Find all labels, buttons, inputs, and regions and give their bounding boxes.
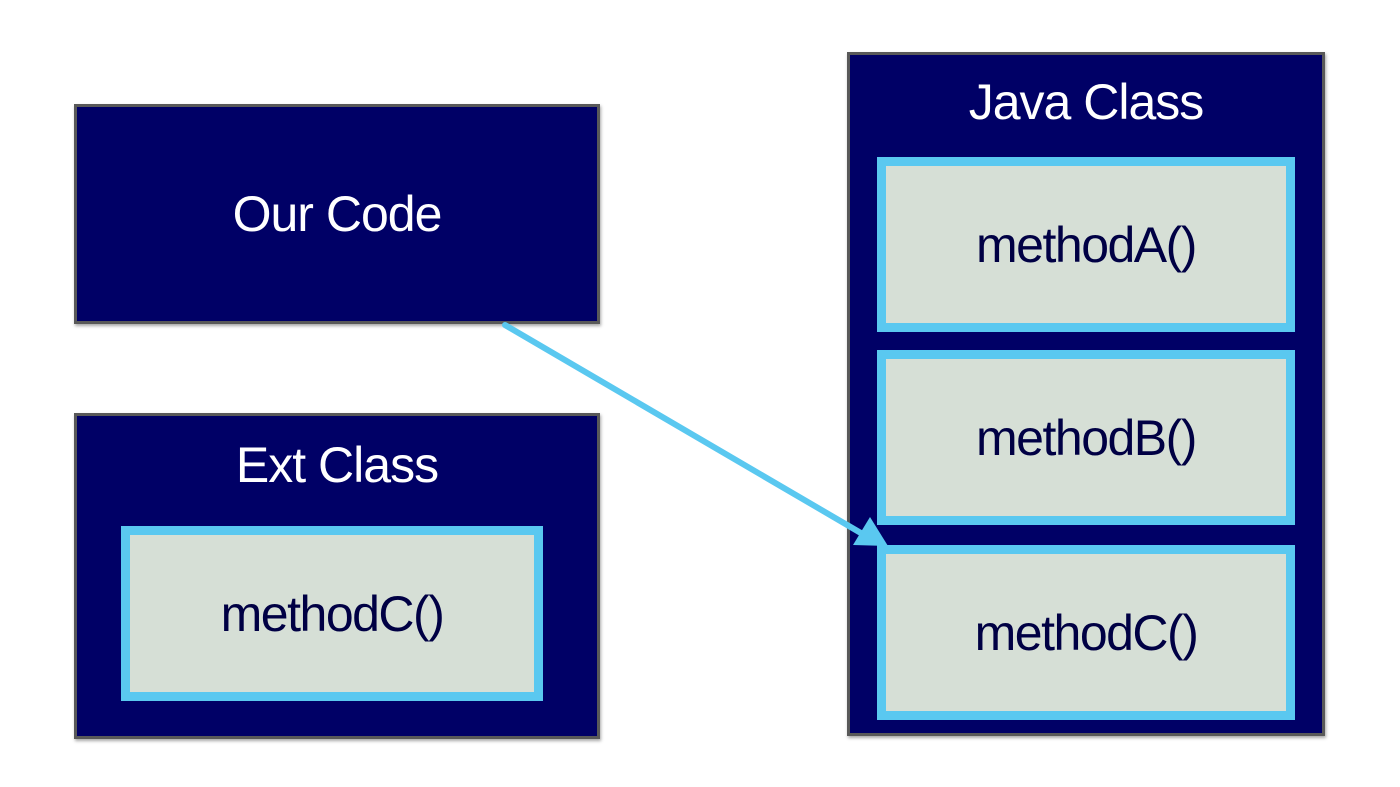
ext-class-title: Ext Class	[235, 437, 439, 493]
our-code-box: Our Code	[74, 104, 600, 324]
java-class-method-c: methodC()	[877, 545, 1295, 720]
java-class-box: Java Class methodA() methodB() methodC()	[847, 52, 1325, 736]
java-class-title: Java Class	[968, 74, 1205, 130]
java-class-method-b: methodB()	[877, 350, 1295, 525]
java-class-method-a: methodA()	[877, 157, 1295, 332]
our-code-label: Our Code	[232, 186, 443, 242]
ext-class-box: Ext Class methodC()	[74, 413, 600, 739]
ext-class-method-c: methodC()	[121, 526, 543, 701]
